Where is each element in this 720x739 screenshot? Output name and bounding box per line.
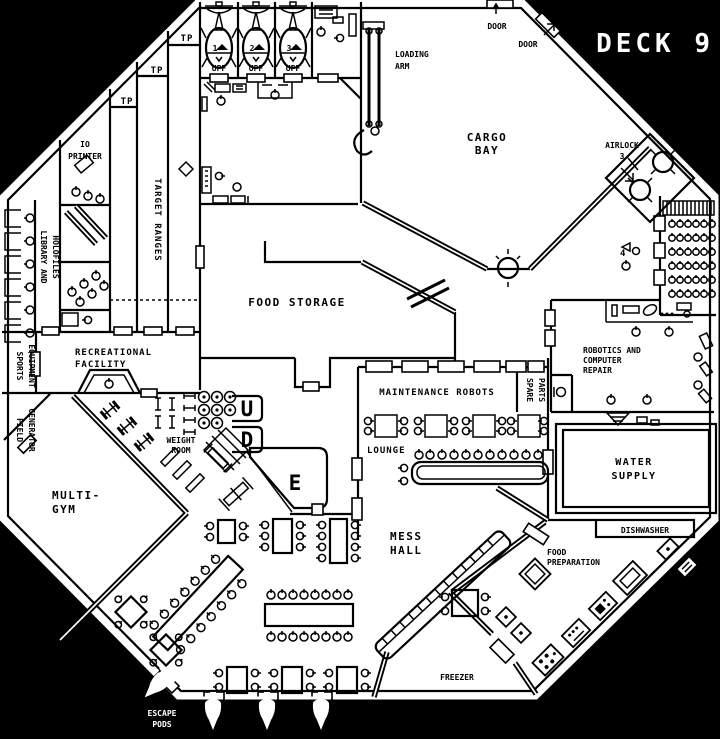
library-study-rooms: [61, 185, 109, 327]
spare-parts-label: SPARE: [525, 378, 534, 402]
probe-control-consoles: [201, 81, 293, 204]
probe-icon: [200, 1, 238, 70]
tp-label: TP: [151, 66, 164, 76]
robot-bays: [363, 414, 549, 438]
robotics-label: ROBOTICS AND: [583, 346, 641, 355]
escape-pods-label: PODS: [152, 720, 171, 729]
sports-equipment-label: EQUIPMENT: [27, 344, 36, 388]
deck-title: DECK 9: [596, 29, 714, 59]
water-supply-label: SUPPLY: [611, 471, 656, 482]
water-supply-label: WATER: [615, 457, 653, 468]
probe-upf-label: UPF: [286, 64, 301, 73]
recreational-label: FACILITY: [75, 360, 126, 370]
io-printer-label: IO: [80, 140, 90, 149]
airlock-label: AIRLOCK: [605, 141, 639, 150]
escape-pod-icon: [201, 690, 225, 732]
lift-emergency-label: E: [289, 471, 302, 495]
robotics-room-furniture: [553, 300, 714, 427]
theater-seating: [662, 200, 716, 298]
loading-arm-label: ARM: [395, 62, 410, 71]
serving-counter: [374, 530, 512, 660]
turbolift-shafts: [232, 394, 264, 454]
weight-room-label: WEIGHT: [167, 436, 196, 445]
io-printer-label: PRINTER: [68, 152, 102, 161]
probe-monitor-room: [314, 5, 357, 43]
freezer-label: FREEZER: [440, 673, 474, 682]
field-generator-label: GENERATOR: [27, 408, 36, 452]
projector-station: [620, 241, 641, 271]
weight-room-label: ROOM: [171, 446, 190, 455]
door-top-label: DOOR: [487, 22, 506, 31]
cargo-floor-hatch: [495, 249, 521, 287]
robotics-label: COMPUTER: [583, 356, 622, 365]
mess-diamond-table: [147, 630, 186, 669]
lounge-bar: [397, 448, 550, 486]
mess-diamond-table: [112, 592, 151, 631]
probe-icon: [237, 1, 275, 70]
cargo-bay-label: CARGO: [467, 131, 508, 144]
cargo-bay-label: BAY: [475, 144, 499, 157]
target-ranges-label: TARGET RANGES: [152, 178, 162, 261]
mess-long-table: [263, 588, 355, 642]
probe-upf-label: UPF: [212, 64, 227, 73]
mess-hall-label: MESS: [390, 530, 423, 543]
probe-number-label: 2: [250, 44, 255, 53]
multi-gym-label: GYM: [52, 503, 76, 516]
airlock-hatch-icon: [627, 149, 676, 203]
lift-up-label: U: [241, 397, 254, 421]
probe-upf-label: UPF: [249, 64, 264, 73]
food-storage-label: FOOD STORAGE: [248, 296, 345, 309]
mess-hall-label: HALL: [390, 544, 423, 557]
mess-tables-bottom: [212, 665, 372, 695]
door-diag-label: DOOR: [518, 40, 537, 49]
dishwasher-label: DISHWASHER: [621, 526, 669, 535]
cargo-door-arrows: [492, 2, 555, 36]
dishwasher-box: [594, 518, 696, 539]
weight-room-equipment: [98, 397, 254, 512]
tp-label: TP: [181, 34, 194, 44]
lift-down-label: D: [241, 428, 254, 452]
sports-equipment-label: SPORTS: [15, 352, 24, 381]
recreational-label: RECREATIONAL: [75, 348, 152, 358]
escape-pod-icon: [309, 690, 333, 732]
mess-diagonal-table: [146, 551, 249, 657]
kitchen-side-table: [438, 588, 492, 618]
airlock-3: [604, 132, 696, 224]
escape-pods-label: ESCAPE: [148, 709, 177, 718]
io-printer-icon: [73, 153, 195, 178]
library-label: LIBRARY AND: [39, 231, 48, 284]
probe-icon: [274, 1, 312, 70]
probe-launch-tubes: [200, 1, 312, 70]
escape-pod-icon: [255, 690, 279, 732]
airlock-label: 3: [620, 152, 625, 161]
doors: [16, 0, 666, 701]
library-label: HOLOFILES: [51, 235, 60, 279]
spare-parts-label: PARTS: [537, 378, 546, 402]
water-supply-tank: [554, 422, 718, 515]
emergency-lift-room: [246, 446, 329, 516]
loading-arm-icon: [353, 21, 385, 156]
room-labels: DECK 9 DOOR DOOR LOADING ARM CARGO BAY A…: [15, 22, 714, 729]
theater-station-label: 4: [620, 249, 626, 259]
lounge-label: LOUNGE: [367, 446, 406, 456]
multi-gym-label: MULTI-: [52, 489, 101, 502]
food-preparation-label: PREPARATION: [547, 558, 600, 567]
recreational-stage: [77, 368, 141, 394]
robotics-label: REPAIR: [583, 366, 612, 375]
maintenance-robots-label: MAINTENANCE ROBOTS: [379, 388, 495, 398]
field-generator-label: FIELD: [15, 418, 24, 442]
mess-tables-top: [203, 517, 362, 565]
tp-label: TP: [121, 97, 134, 107]
loading-arm-label: LOADING: [395, 50, 429, 59]
food-preparation-label: FOOD: [547, 548, 566, 557]
probe-number-label: 1: [213, 44, 218, 53]
probe-number-label: 3: [287, 44, 292, 53]
kitchen-appliances: [494, 537, 699, 677]
